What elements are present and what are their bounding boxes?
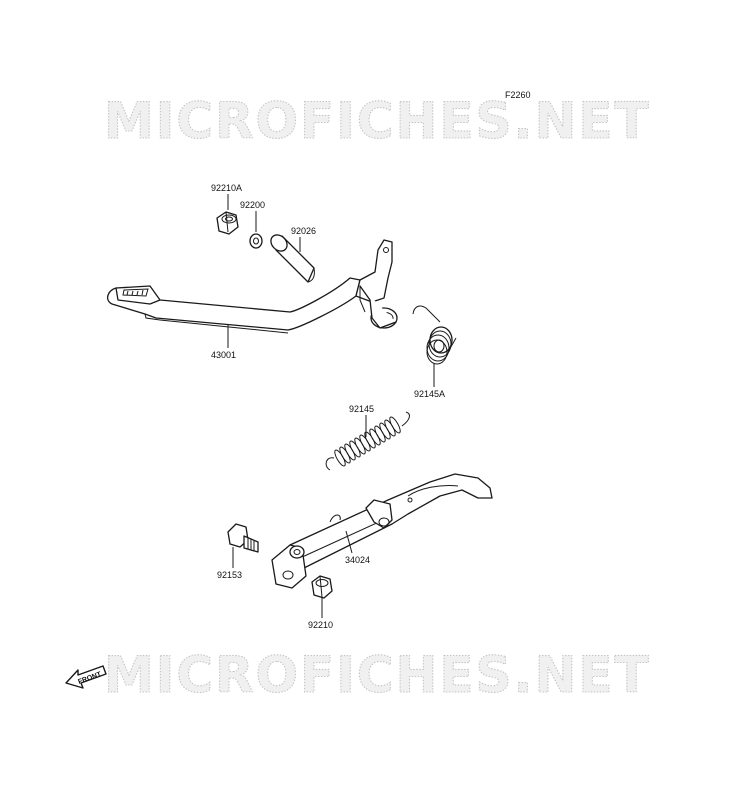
- label-92145a: 92145A: [414, 389, 445, 399]
- label-34024: 34024: [345, 555, 370, 565]
- nut-92210a: [216, 211, 239, 235]
- label-43001: 43001: [211, 350, 236, 360]
- label-92026: 92026: [291, 226, 316, 236]
- label-92210: 92210: [308, 620, 333, 630]
- front-arrow-icon: FRONT: [65, 665, 107, 689]
- brake-pedal-43001: [106, 239, 398, 334]
- label-92210a: 92210A: [211, 183, 242, 193]
- washer-92200: [249, 233, 263, 249]
- tension-spring-92145: [325, 411, 410, 471]
- torsion-spring-92145a: [412, 305, 457, 365]
- figure-code: F2260: [505, 90, 531, 100]
- label-92145: 92145: [349, 404, 374, 414]
- side-stand-34024: [271, 473, 493, 589]
- watermark-bottom: MICROFICHES.NET: [104, 646, 651, 704]
- collar-92026: [270, 234, 315, 283]
- bolt-92153: [227, 523, 259, 553]
- label-92200: 92200: [240, 200, 265, 210]
- watermark-top: MICROFICHES.NET: [104, 92, 651, 150]
- label-92153: 92153: [217, 570, 242, 580]
- nut-92210: [311, 575, 333, 599]
